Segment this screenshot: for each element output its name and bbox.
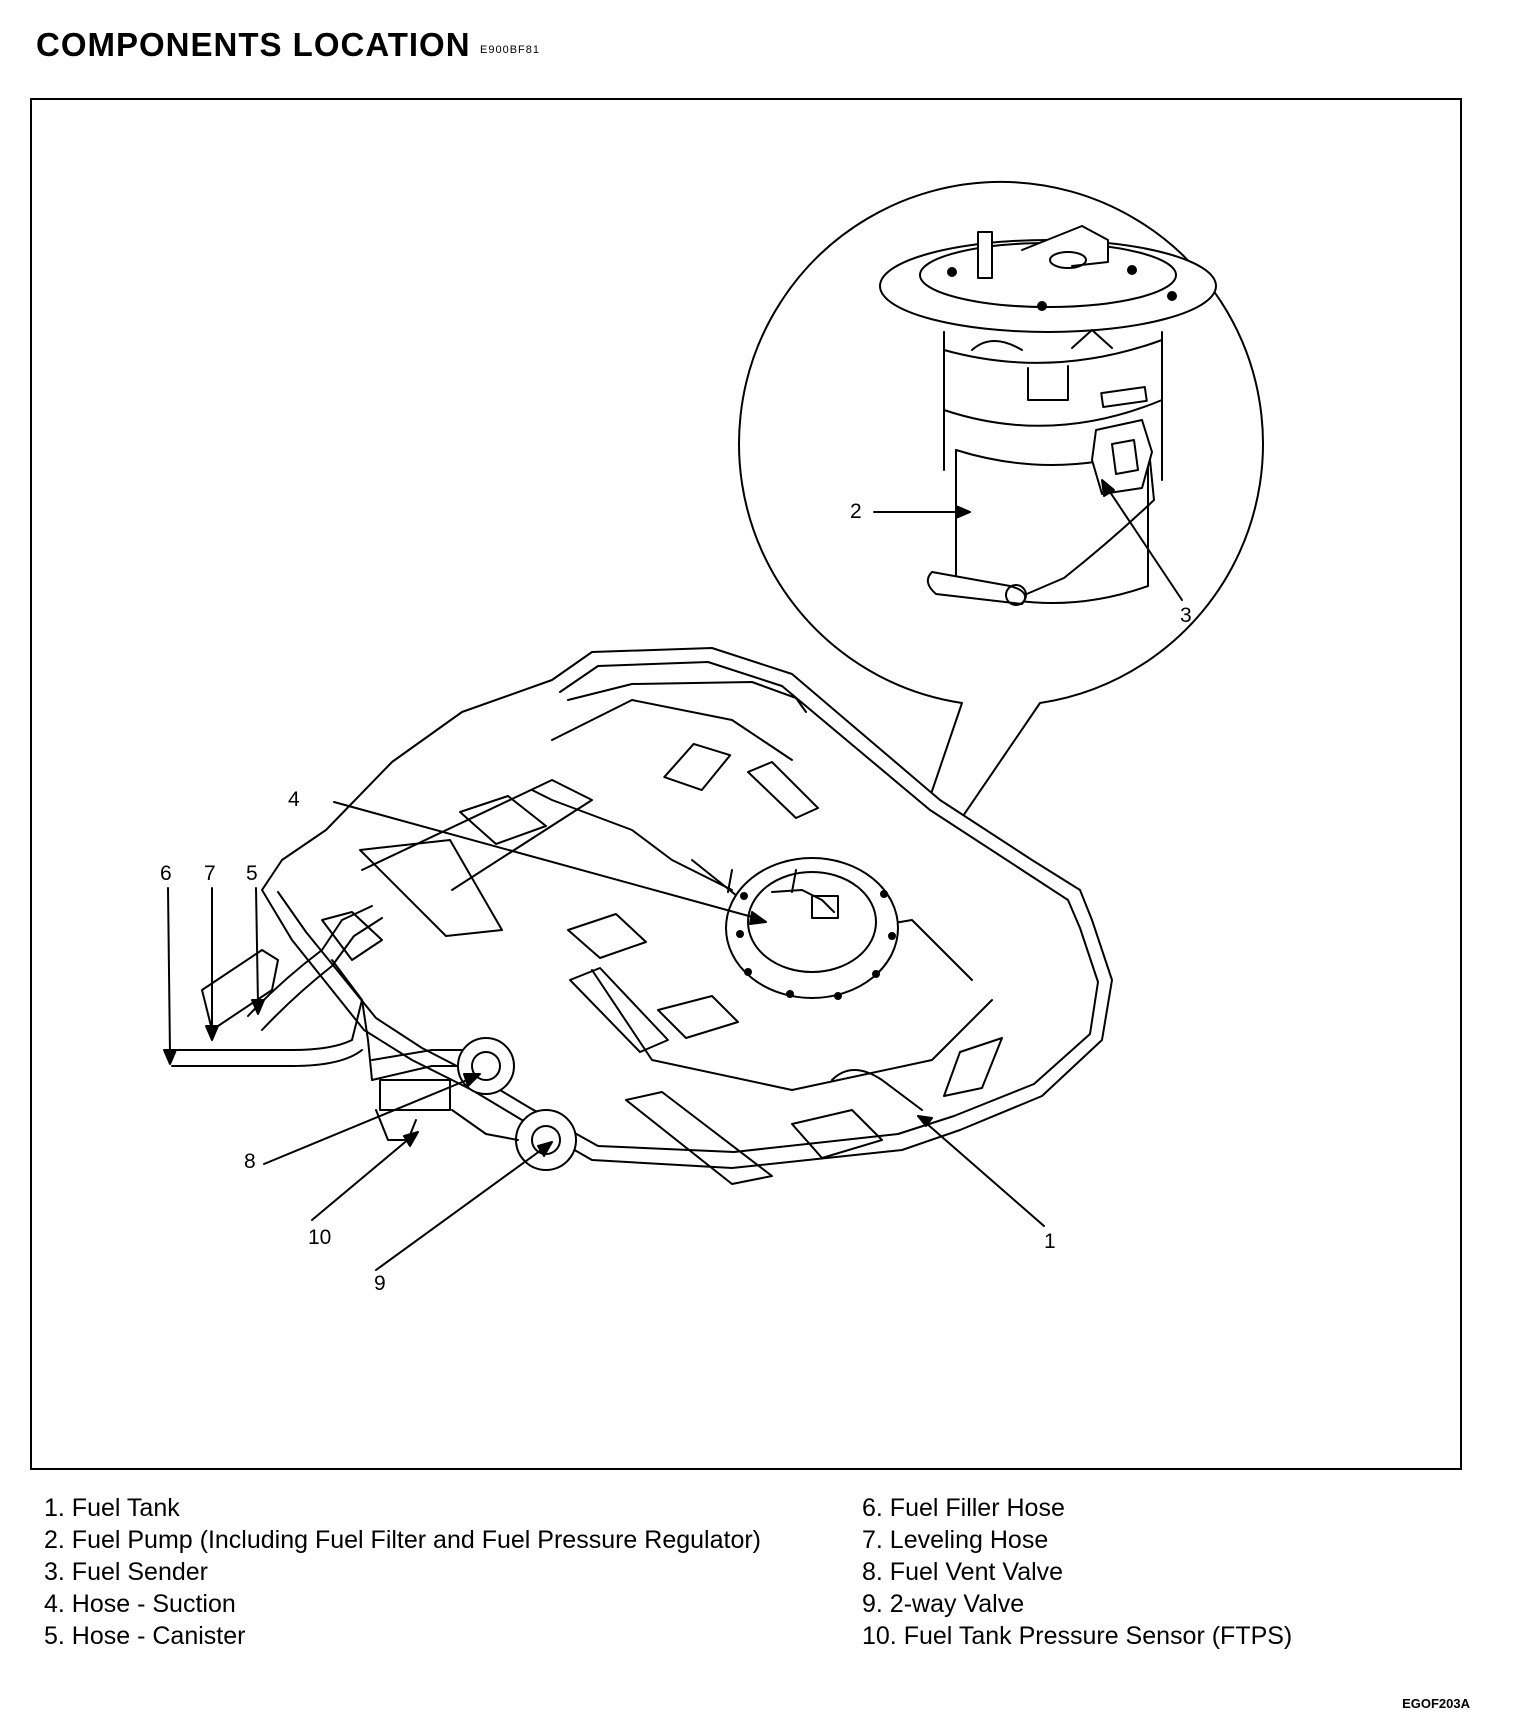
legend-item-leveling-hose: 7. Leveling Hose <box>862 1526 1049 1554</box>
legend-item-fuel-pump: 2. Fuel Pump (Including Fuel Filter and … <box>44 1526 761 1554</box>
document-code: E900BF81 <box>480 44 540 56</box>
callout-10: 10 <box>308 1226 332 1249</box>
fuel-pump-detail <box>879 225 1217 606</box>
callout-9: 9 <box>374 1272 386 1295</box>
legend-item-filler-hose: 6. Fuel Filler Hose <box>862 1494 1065 1522</box>
callout-1: 1 <box>1044 1230 1056 1253</box>
page-title: COMPONENTS LOCATION <box>36 26 471 63</box>
callout-3: 3 <box>1180 604 1192 627</box>
legend-item-hose-suction: 4. Hose - Suction <box>44 1590 236 1618</box>
callout-7: 7 <box>204 862 216 885</box>
callout-4: 4 <box>288 788 300 811</box>
legend-item-fuel-sender: 3. Fuel Sender <box>44 1558 208 1586</box>
legend-item-vent-valve: 8. Fuel Vent Valve <box>862 1558 1064 1586</box>
callout-8: 8 <box>244 1150 256 1173</box>
legend-item-ftps: 10. Fuel Tank Pressure Sensor (FTPS) <box>862 1622 1293 1650</box>
diagram-frame: 1 2 3 4 5 6 7 8 9 10 <box>30 98 1462 1470</box>
legend-item-fuel-tank: 1. Fuel Tank <box>44 1494 180 1522</box>
figure-code: EGOF203A <box>1402 1696 1470 1711</box>
fuel-system-diagram <box>163 181 1264 1271</box>
legend-item-2-way-valve: 9. 2-way Valve <box>862 1590 1025 1618</box>
callout-5: 5 <box>246 862 258 885</box>
callout-6: 6 <box>160 862 172 885</box>
legend-left: 1. Fuel Tank 2. Fuel Pump (Including Fue… <box>44 1492 761 1652</box>
legend-right: 6. Fuel Filler Hose 7. Leveling Hose 8. … <box>862 1492 1292 1652</box>
legend-item-hose-canister: 5. Hose - Canister <box>44 1622 246 1650</box>
callout-2: 2 <box>850 500 862 523</box>
leader-lines <box>163 479 1183 1271</box>
fuel-tank <box>171 647 1113 1185</box>
